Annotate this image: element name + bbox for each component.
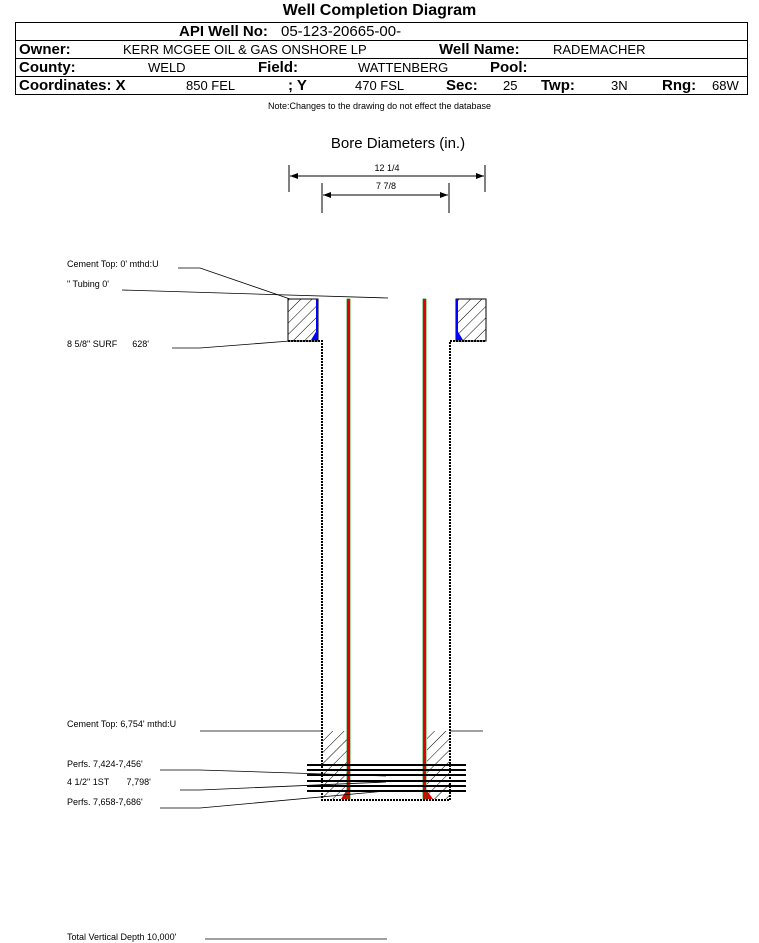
coord-x-label: Coordinates: X [19, 77, 126, 94]
well-header-table: API Well No: 05-123-20665-00- Owner: KER… [15, 22, 748, 95]
county-value: WELD [148, 60, 186, 75]
dimension-inner: 7 7/8 [321, 181, 450, 213]
dimension-outer: 12 1/4 [288, 163, 486, 192]
twp-label: Twp: [541, 77, 575, 94]
surface-cement-right [455, 298, 487, 342]
cement-top-label: Cement Top: 0' mthd:U [67, 259, 159, 269]
bore-diameters-title: Bore Diameters (in.) [331, 135, 465, 152]
twp-value: 3N [611, 78, 628, 93]
county-row: County: WELD Field: WATTENBERG Pool: [16, 59, 747, 77]
note: Note:Changes to the drawing do not effec… [268, 101, 491, 111]
api-label: API Well No: [179, 23, 268, 40]
owner-value: KERR MCGEE OIL & GAS ONSHORE LP [123, 42, 367, 57]
inner-diameter-label: 7 7/8 [376, 181, 396, 191]
page-title: Well Completion Diagram [282, 2, 477, 19]
coord-x-value: 850 FEL [186, 78, 236, 93]
surface-casing-label: 8 5/8" SURF 628' [67, 339, 149, 349]
field-label: Field: [258, 59, 298, 76]
api-value: 05-123-20665-00- [281, 23, 402, 40]
owner-row: Owner: KERR MCGEE OIL & GAS ONSHORE LP W… [16, 41, 747, 59]
tubing-left [346, 298, 351, 800]
sec-value: 25 [503, 78, 518, 93]
production-casing [288, 340, 486, 801]
coord-y-value: 470 FSL [355, 78, 405, 93]
well-name-value: RADEMACHER [553, 42, 646, 57]
rng-value: 68W [712, 78, 739, 93]
production-casing-label: 4 1/2" 1ST 7,798' [67, 777, 151, 787]
owner-label: Owner: [19, 41, 71, 58]
perfs-2-label: Perfs. 7,658-7,686' [67, 797, 143, 807]
well-name-label: Well Name: [439, 41, 520, 58]
rng-label: Rng: [662, 77, 697, 94]
api-row: API Well No: 05-123-20665-00- [16, 23, 747, 41]
perfs-1-label: Perfs. 7,424-7,456' [67, 759, 143, 769]
pool-label: Pool: [490, 59, 528, 76]
perforations [307, 764, 466, 792]
tubing-right [422, 298, 427, 800]
field-value: WATTENBERG [358, 60, 449, 75]
coordinates-row: Coordinates: X 850 FEL ; Y 470 FSL Sec: … [16, 77, 747, 94]
coord-y-label: ; Y [288, 77, 307, 94]
tubing-label: " Tubing 0' [67, 279, 109, 289]
sec-label: Sec: [446, 77, 478, 94]
outer-diameter-label: 12 1/4 [374, 163, 399, 173]
surface-cement-left [287, 298, 319, 342]
county-label: County: [19, 59, 76, 76]
cement-top-2-label: Cement Top: 6,754' mthd:U [67, 719, 176, 729]
tvd-label: Total Vertical Depth 10,000' [67, 932, 177, 942]
